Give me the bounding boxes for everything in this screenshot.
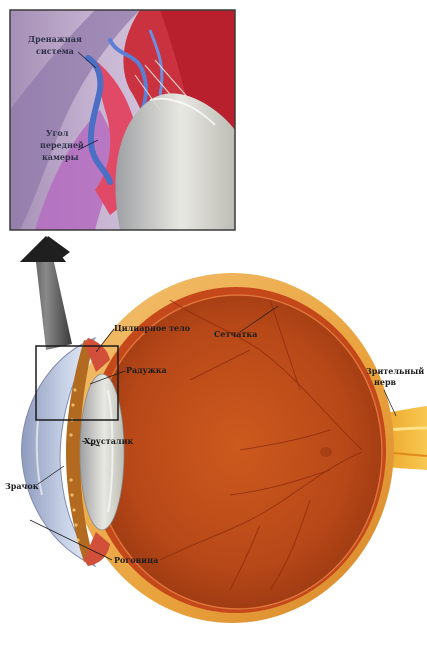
- label-cornea: Роговица: [114, 555, 158, 565]
- label-lens: Хрусталик: [84, 436, 134, 446]
- label-drainage-line1: Дренажная: [28, 34, 82, 44]
- eyeball: [22, 273, 427, 623]
- label-pupil: Зрачок: [5, 481, 39, 491]
- label-angle-line2: передней: [40, 140, 84, 150]
- label-drainage-line2: система: [36, 46, 74, 56]
- label-angle-line1: Угол: [46, 128, 69, 138]
- magnify-arrow: [20, 236, 72, 350]
- inset-magnified-view: Дренажная система Угол передней камеры: [10, 10, 235, 230]
- label-iris: Радужка: [126, 365, 167, 375]
- label-optic-nerve-line1: Зрительный: [366, 366, 424, 376]
- label-retina: Сетчатка: [214, 329, 257, 339]
- label-optic-nerve-line2: нерв: [374, 377, 397, 387]
- label-ciliary-body: Цилиарное тело: [114, 323, 191, 333]
- label-angle-line3: камеры: [42, 152, 79, 162]
- fovea: [320, 447, 332, 457]
